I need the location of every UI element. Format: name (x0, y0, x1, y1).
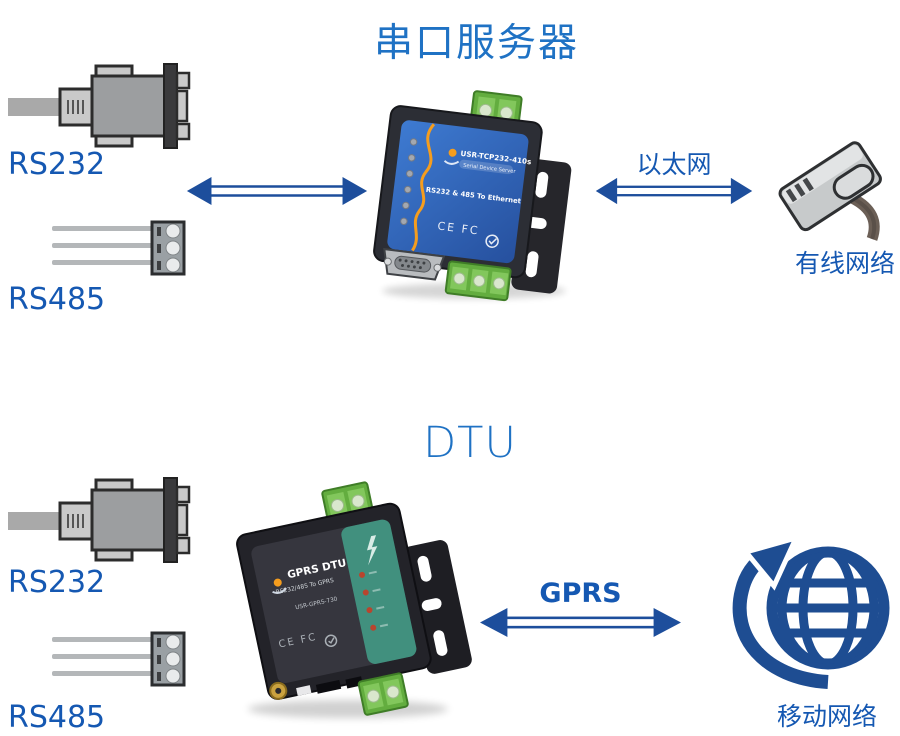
rs485-connector-top (52, 220, 186, 276)
brand-logo-icon (448, 148, 457, 157)
serial-server-device: USR-TCP232-410s Serial Device Server RS2… (372, 90, 587, 302)
lightning-icon (366, 535, 378, 566)
terminal-block-icon (52, 631, 186, 687)
gprs-dtu-device-icon: GPRS DTU RS232/485 To GPRS USR-GPRS-730 … (236, 481, 472, 718)
rj45-plug (778, 136, 895, 241)
serial-link-arrow (186, 176, 368, 206)
antenna-connector (269, 681, 288, 700)
db9-cable-icon (8, 477, 191, 563)
gprs-link-label: GPRS (539, 578, 622, 609)
globe-arrow-icon (727, 534, 890, 694)
db9-port (383, 247, 446, 281)
green-panel (341, 519, 417, 664)
rs232-label-top: RS232 (8, 147, 106, 182)
brand-logo-icon (273, 578, 282, 587)
rs232-label-bottom: RS232 (8, 565, 106, 600)
double-arrow-icon (186, 177, 368, 205)
terminal-block-bottom (444, 260, 512, 302)
power-jack (315, 679, 342, 694)
rs485-label-top: RS485 (8, 282, 106, 317)
mobile-network-label: 移动网络 (777, 702, 878, 731)
certification-marks: CE FC (437, 219, 480, 237)
gprs-dtu-device: GPRS DTU RS232/485 To GPRS USR-GPRS-730 … (236, 481, 476, 725)
terminal-block-icon (52, 220, 186, 276)
led-indicators (400, 138, 418, 226)
mobile-network-globe (708, 534, 898, 694)
serial-server-device-icon: USR-TCP232-410s Serial Device Server RS2… (373, 90, 572, 302)
section-title-dtu: DTU (423, 418, 517, 468)
orange-wave-decal (411, 123, 436, 252)
rs232-connector-top (8, 63, 191, 149)
section-title-serial: 串口服务器 (373, 21, 579, 66)
rs485-connector-bottom (52, 631, 186, 687)
ethernet-link-label: 以太网 (636, 150, 712, 179)
rs232-connector-bottom (8, 477, 191, 563)
double-arrow-icon (480, 608, 681, 637)
gprs-link-arrow (479, 607, 682, 638)
rs485-label-bottom: RS485 (8, 700, 106, 735)
usb-port (296, 685, 312, 696)
terminal-block-bottom (357, 672, 409, 716)
rj45-plug-icon (778, 141, 882, 241)
led-indicators (358, 570, 389, 631)
double-arrow-icon (595, 177, 753, 205)
wired-network-label: 有线网络 (795, 249, 896, 278)
ethernet-link-arrow (595, 177, 753, 205)
db9-cable-icon (8, 63, 191, 149)
